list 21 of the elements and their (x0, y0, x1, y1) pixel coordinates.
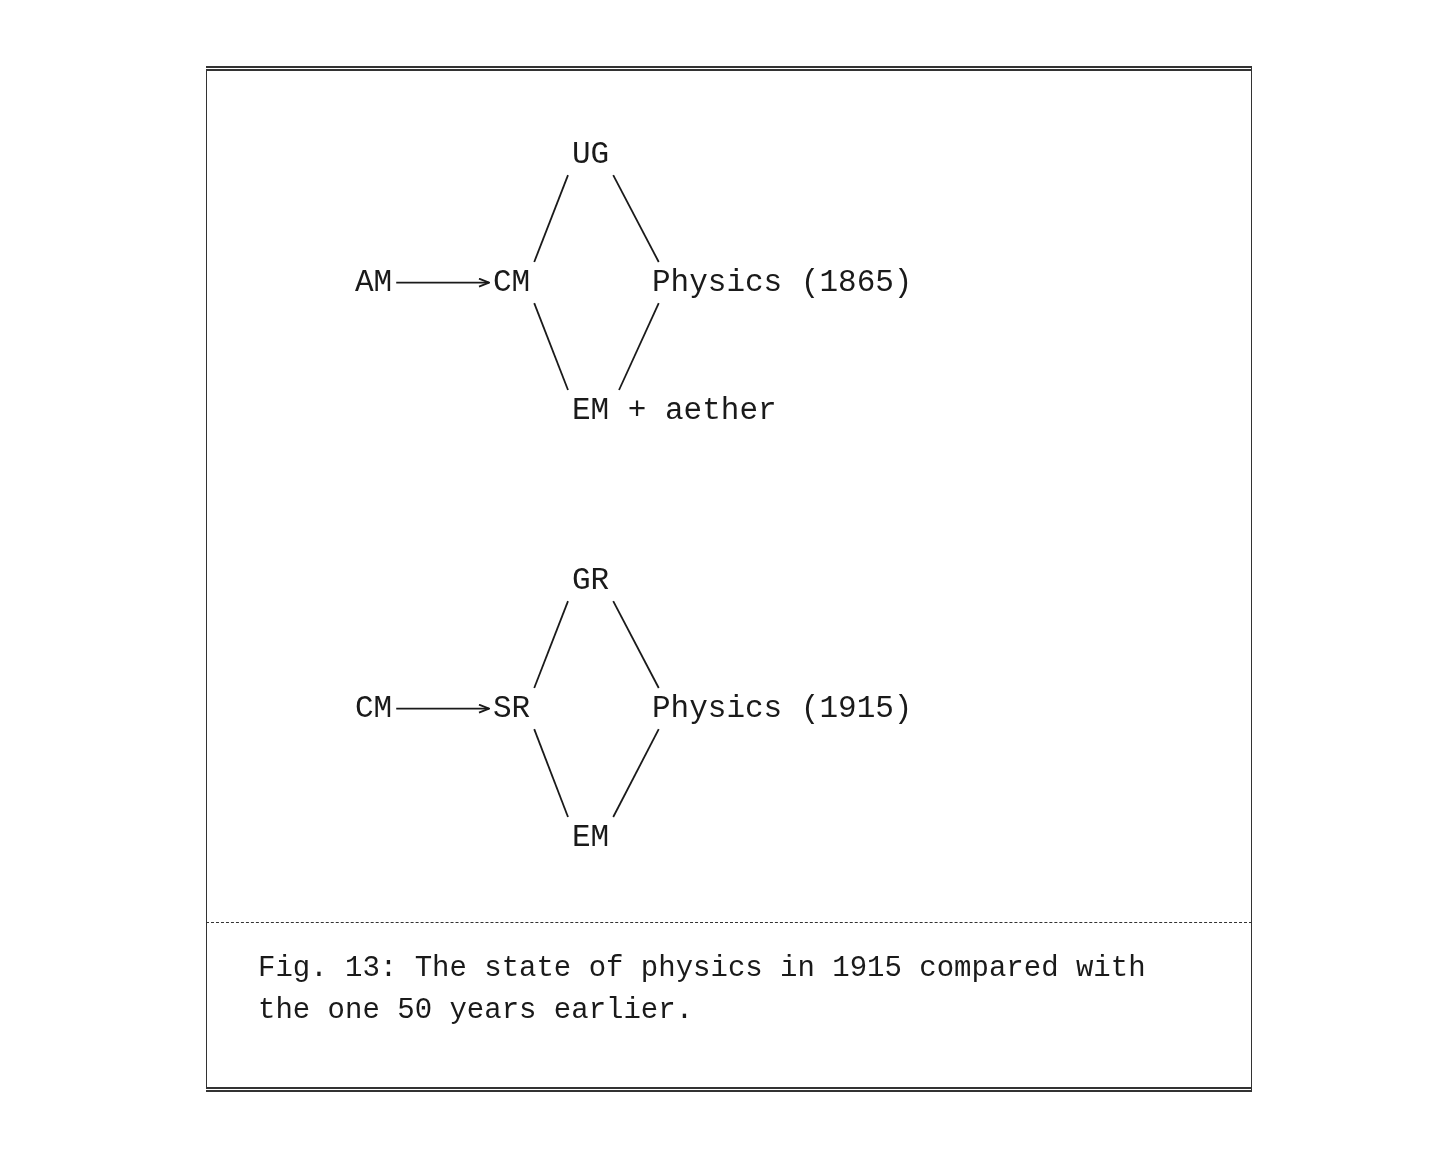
node-label: Physics (1915) (648, 688, 917, 730)
node-label: SR (489, 688, 535, 730)
node-label: CM (351, 688, 397, 730)
connector-line (612, 174, 660, 263)
arrow (395, 703, 490, 714)
connector-line (612, 728, 660, 818)
connector-line (533, 302, 569, 391)
node-label: CM (489, 262, 535, 304)
connector-line (533, 728, 569, 818)
node-label: EM + aether (568, 390, 781, 432)
arrow (395, 277, 490, 288)
node-label: GR (568, 560, 614, 602)
node-label: AM (351, 262, 397, 304)
connector-line (612, 600, 660, 689)
node-label: Physics (1865) (648, 262, 917, 304)
node-label: UG (568, 134, 614, 176)
connector-line (533, 174, 569, 263)
figure-caption: Fig. 13: The state of physics in 1915 compared with the one 50 years earlier. (258, 951, 1147, 1029)
node-label: EM (568, 817, 614, 859)
connector-line (533, 600, 569, 689)
connector-line (618, 302, 660, 391)
